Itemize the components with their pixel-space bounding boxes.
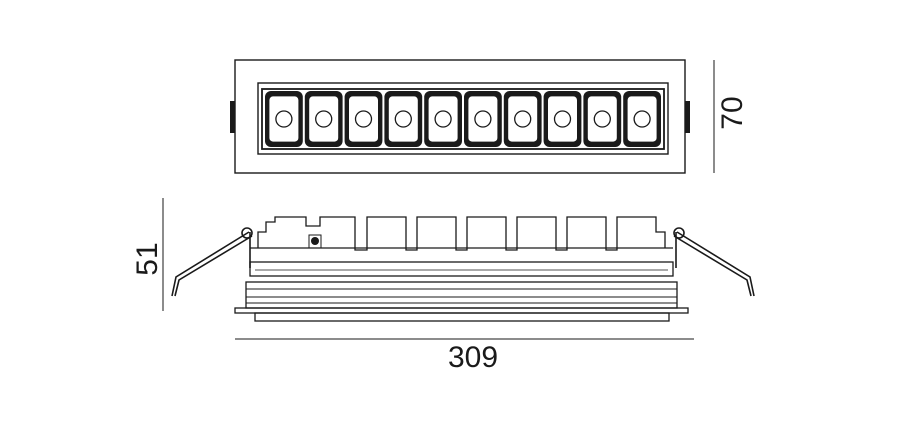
led-cell [464,91,502,147]
led-lens [593,110,611,128]
bottom-lens [254,312,670,322]
led-lens [553,110,572,128]
led-cell-reflector [427,95,459,143]
left-spring-pivot [241,227,253,239]
body-block [249,261,674,277]
led-lens [275,110,293,128]
heat-sink [257,216,666,251]
led-lens [434,110,452,128]
led-cell [384,91,423,147]
led-cell [623,91,661,147]
led-lens [474,110,492,128]
inner-frame [257,82,669,155]
dimension-label-70: 70 [716,96,749,129]
driver-knob-base [308,234,322,249]
led-cell-reflector [467,95,499,143]
led-housing [261,88,665,150]
dimension-51: 51 [131,198,164,311]
led-cell [265,91,303,147]
dimension-70: 70 [713,60,749,173]
led-cell [304,91,343,147]
led-lens [633,110,651,128]
right-clip [685,101,690,133]
led-cell-reflector [626,95,658,143]
led-cell [344,91,383,147]
led-cell [583,91,622,147]
right-spring [673,231,755,297]
led-lens [514,110,532,128]
dimension-309: 309 [235,338,694,374]
led-cell-reflector [348,95,379,143]
left-clip [230,101,235,133]
led-cell-reflector [268,95,300,143]
led-cell-reflector [387,95,419,143]
led-lens [354,110,373,128]
led-cell-reflector [587,95,618,143]
led-cell-reflector [547,95,578,143]
led-cell [503,91,542,147]
optic-section [245,281,678,309]
right-spring-pivot [673,227,685,239]
led-cell [543,91,582,147]
dimension-label-309: 309 [448,341,498,374]
driver-knob [311,237,319,245]
led-lens [394,110,412,128]
led-lens [315,110,333,128]
trim-flange [234,307,689,314]
led-cell-reflector [308,95,339,143]
left-spring [171,231,253,297]
led-cell-reflector [507,95,538,143]
side-view [171,216,755,322]
top-view [230,59,690,174]
led-cell [424,91,462,147]
led-row [265,91,661,147]
dimension-label-51: 51 [131,242,164,275]
